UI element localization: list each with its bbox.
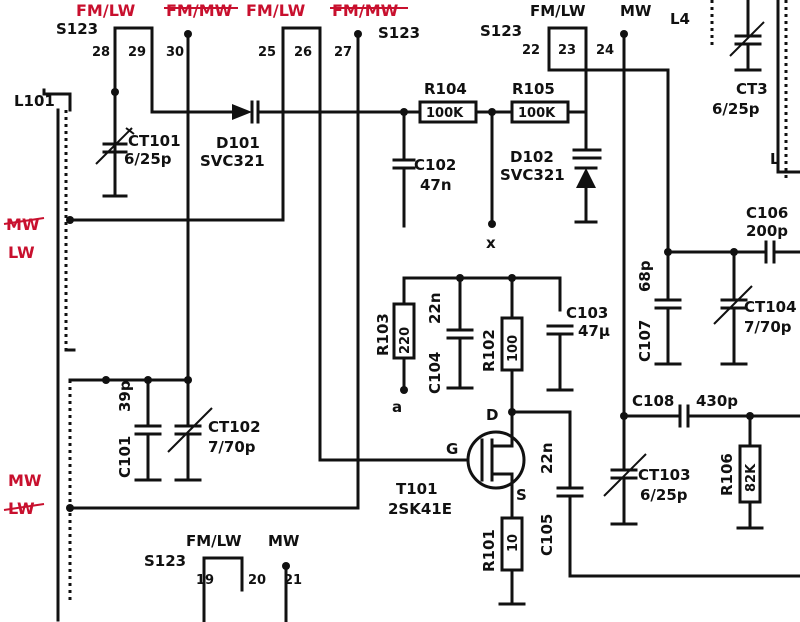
c102-ref: C102 [414,156,456,174]
pin-30: 30 [166,45,184,60]
r106-value: 82K [744,463,759,492]
ct103-value: 6/25p [640,486,688,504]
switch-label-mw-right: MW [620,2,652,20]
pin-21: 21 [284,573,302,588]
d102-diode-body [576,168,596,188]
gate-label: G [446,440,458,458]
c102-value: 47n [420,176,452,194]
switch-label-fm-mid: FM/LW [246,1,306,20]
wire-c105-out [568,494,800,578]
switch-label-s123-mid: S123 [378,24,420,42]
c105-ref: C105 [538,514,556,556]
t101-body [466,430,526,490]
wire-pin29-to-d101 [150,40,234,114]
d101-diode-body [232,104,252,120]
pin-29: 29 [128,45,146,60]
c104-value: 22n [426,292,444,324]
ct103-ref: CT103 [638,466,691,484]
label-lw-top: LW [8,243,35,262]
c104-ref: C104 [426,352,444,394]
c107-value: 68p [636,260,654,292]
ct101-value: 6/25p [124,150,172,168]
ct104-value: 7/70p [744,318,792,336]
label-mw-bottom: MW [8,471,42,490]
c106-value: 200p [746,222,788,240]
c103-ref: C103 [566,304,608,322]
switch-label-fmmw-left: FM/MW [166,1,233,20]
switch-label-s123-bottom: S123 [144,552,186,570]
ct3-ref: CT3 [736,80,768,98]
c101-value: 39p [116,380,134,412]
l101-label: L101 [14,92,55,110]
r104-value: 100K [426,106,464,121]
d101-value: SVC321 [200,152,265,170]
switch-label-fmmw-mid: FM/MW [332,1,399,20]
svg-text:L: L [770,150,780,168]
r106-ref: R106 [718,453,736,496]
pin-22: 22 [522,43,540,58]
c101-ref: C101 [116,436,134,478]
x-mark: x [486,234,496,252]
ct102-ref: CT102 [208,418,261,436]
wire-drain-c105 [510,410,572,490]
switch-label-s123-right: S123 [480,22,522,40]
ct101-ref: CT101 [128,132,181,150]
wire-pin26-to-gate [318,40,470,462]
d102-ref: D102 [510,148,554,166]
switch-contact-28-29 [113,26,154,44]
r102-value: 100 [506,335,521,362]
t101-value: 2SK41E [388,500,452,518]
c107-ref: C107 [636,320,654,362]
switch-label-fm-left: FM/LW [76,1,136,20]
switch-label-s123-left: S123 [56,20,98,38]
switch-label-mw-bottom: MW [268,532,300,550]
wire-pin27 [68,32,360,510]
a-mark: a [392,398,402,416]
pin-24: 24 [596,43,614,58]
r105-value: 100K [518,106,556,121]
r101-value: 10 [506,534,521,552]
ct102-value: 7/70p [208,438,256,456]
source-label: S [516,486,527,504]
label-lw-strike-bottom: LW [8,499,35,518]
switch-label-fmlw-bottom: FM/LW [186,532,242,550]
d102-value: SVC321 [500,166,565,184]
d101-ref: D101 [216,134,260,152]
r102-ref: R102 [480,329,498,372]
r103-ref: R103 [374,313,392,356]
r103-value: 220 [398,327,413,354]
pin-23: 23 [558,43,576,58]
switch-contact-22-23 [547,26,588,44]
pin-28: 28 [92,45,110,60]
r101-ref: R101 [480,529,498,572]
t101-ref: T101 [396,480,438,498]
pin-26: 26 [294,45,312,60]
switch-contact-19-20 [202,556,244,574]
pin-20: 20 [248,573,266,588]
label-mw-strike-top: MW [6,215,40,234]
r104-ref: R104 [424,80,467,98]
l101-top-wire [42,92,72,112]
drain-label: D [486,406,498,424]
switch-label-fmlw-right: FM/LW [530,2,586,20]
pin-27: 27 [334,45,352,60]
pin-25: 25 [258,45,276,60]
c108-ref: C108 [632,392,674,410]
r105-ref: R105 [512,80,555,98]
l4-label: L4 [670,10,690,28]
ct101-trim-arrow [95,127,133,165]
c105-value: 22n [538,442,556,474]
ct3-value: 6/25p [712,100,760,118]
c108-value: 430p [696,392,738,410]
ct104-ref: CT104 [744,298,797,316]
c106-ref: C106 [746,204,788,222]
c103-value: 47µ [578,322,610,340]
switch-contact-25-26 [281,26,322,44]
